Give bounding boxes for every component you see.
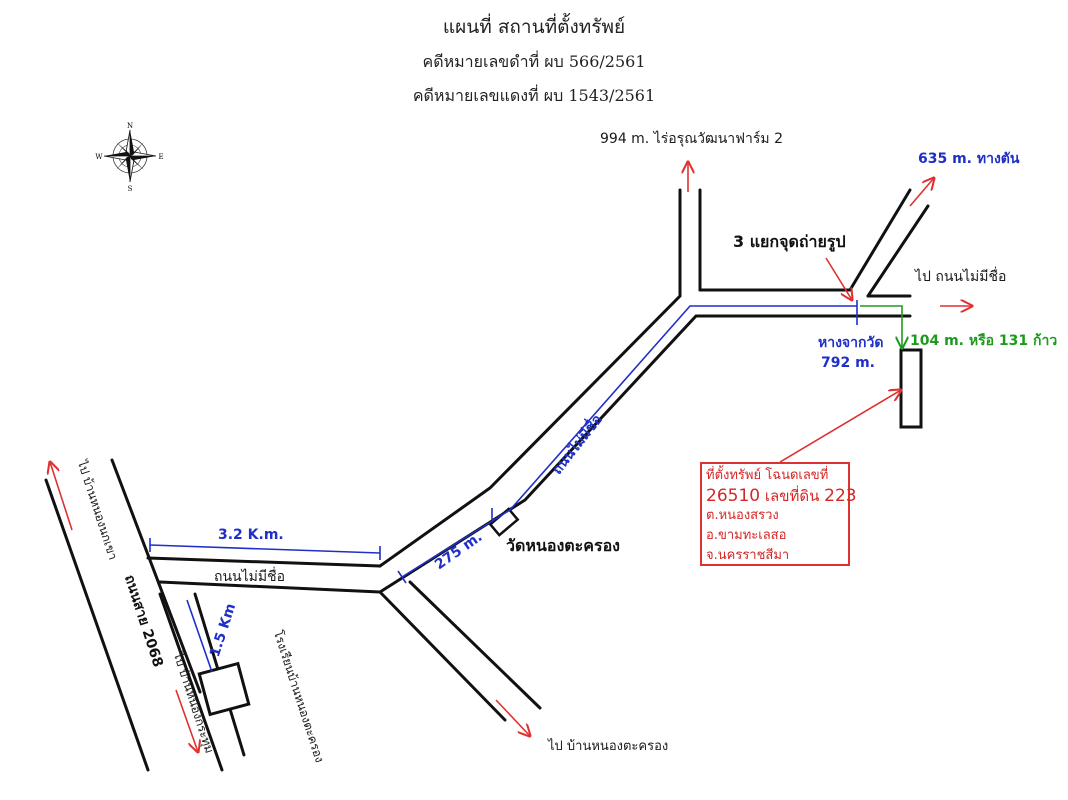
property-plot bbox=[899, 348, 923, 429]
label-from-temple-distance: 792 m. bbox=[821, 355, 876, 371]
info-deed-row: 26510 เลขที่ดิน 223 bbox=[706, 486, 857, 506]
road-highway-left bbox=[44, 478, 150, 772]
info-subdistrict: ต.หนองสรวง bbox=[706, 508, 779, 523]
road-ne-right bbox=[866, 204, 930, 298]
label-dead-end: 635 m. ทางตัน bbox=[918, 151, 1020, 167]
route-main bbox=[401, 305, 857, 578]
compass-w: W bbox=[95, 153, 103, 161]
arrow-property bbox=[779, 390, 901, 463]
route-3-2-km bbox=[149, 544, 381, 554]
label-photo-point: 3 แยกจุดถ่ายรูป bbox=[733, 232, 846, 251]
compass-s: S bbox=[128, 185, 133, 193]
label-from-temple: หางจากวัด bbox=[818, 335, 884, 351]
route-lines bbox=[149, 300, 858, 673]
red-case-number: คดีหมายเลขแดงที่ ผบ 1543/2561 bbox=[412, 86, 656, 105]
arrow-village bbox=[495, 699, 530, 736]
arrow-left-top bbox=[50, 462, 73, 531]
map-title: แผนที่ สถานที่ตั้งทรัพย์ bbox=[442, 16, 626, 38]
black-case-number: คดีหมายเลขดำที่ ผบ 566/2561 bbox=[422, 52, 646, 71]
route-275-tick-a bbox=[397, 570, 407, 584]
road-diag-upper bbox=[378, 188, 682, 568]
road-lower-top bbox=[146, 556, 382, 568]
label-distance-3-2-km: 3.2 K.m. bbox=[218, 527, 284, 543]
compass-n: N bbox=[127, 122, 133, 130]
school-plot bbox=[197, 661, 251, 717]
info-parcel-label: เลขที่ดิน bbox=[764, 487, 820, 505]
info-district: อ.ขามทะเลสอ bbox=[706, 528, 787, 543]
road-village-left bbox=[378, 590, 507, 722]
property-info-box: ที่ตั้งทรัพย์ โฉนดเลขที่ 26510 เลขที่ดิน… bbox=[700, 462, 857, 566]
label-to-village: ไป บ้านหนองตะครอง bbox=[548, 739, 669, 754]
arrow-dead-end bbox=[909, 178, 934, 207]
label-unnamed-road-lower: ถนนไม่มีชื่อ bbox=[214, 569, 286, 585]
road-lower-bottom bbox=[158, 580, 382, 594]
direction-arrows bbox=[50, 162, 972, 752]
info-deed-number: 26510 bbox=[706, 486, 761, 506]
walk-path bbox=[860, 305, 902, 348]
label-unnamed-road-right: ไป ถนนไม่มีชื่อ bbox=[915, 269, 1007, 285]
info-province: จ.นครราชสีมา bbox=[706, 548, 790, 563]
road-highway-right bbox=[110, 458, 202, 694]
compass-rose-icon: N S E W bbox=[95, 122, 163, 193]
label-walk-distance: 104 m. หรือ 131 ก้าว bbox=[910, 333, 1058, 349]
arrow-photo-point bbox=[825, 257, 852, 300]
info-parcel-number: 223 bbox=[824, 486, 857, 506]
road-school-left bbox=[158, 592, 224, 772]
label-farm: 994 m. ไร่อรุณวัฒนาฟาร์ม 2 bbox=[600, 131, 784, 147]
compass-e: E bbox=[158, 153, 163, 161]
road-ne-left bbox=[848, 188, 912, 292]
route-1-5-km bbox=[186, 599, 213, 673]
label-temple: วัดหนองตะครอง bbox=[506, 536, 620, 555]
road-village-right bbox=[408, 580, 542, 710]
info-line1: ที่ตั้งทรัพย์ โฉนดเลขที่ bbox=[706, 468, 829, 483]
arrow-left-bottom bbox=[175, 689, 198, 752]
